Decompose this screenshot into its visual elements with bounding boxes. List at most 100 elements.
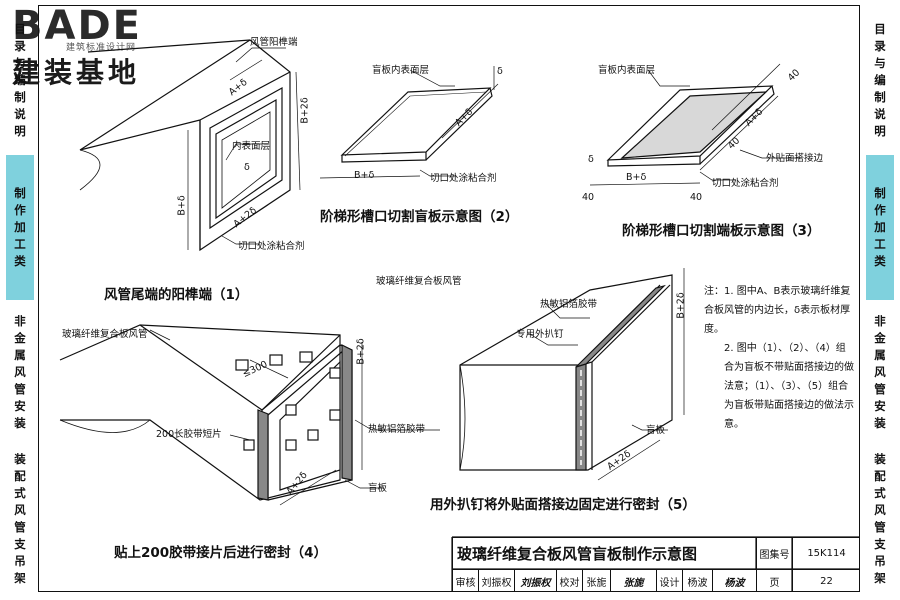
fig4-label-foil: 热敏铝箔胶带	[368, 424, 426, 435]
tab-char: 金	[874, 331, 886, 345]
tab-char: 作	[14, 203, 26, 217]
tab-char: 支	[14, 536, 26, 551]
tab-char: 架	[14, 570, 26, 585]
tab-char: 制	[14, 186, 26, 200]
fig1-label-glue: 切口处涂粘合剂	[238, 241, 305, 252]
tab-char: 架	[874, 570, 886, 585]
notes: 注：1. 图中A、B表示玻璃纤维复合板风管的内边长，δ表示板材厚度。 2. 图中…	[704, 282, 854, 434]
fig4-caption: 贴上200胶带接片后进行密封（4）	[114, 545, 328, 561]
fig1-label-tenon: 风管阳榫端	[250, 37, 298, 48]
fig5-drawing	[459, 268, 685, 481]
logo-cn: 建装基地	[12, 56, 141, 89]
fig5-dim-b: B+2δ	[675, 292, 687, 319]
left-tab-contents[interactable]: 目录与编制说明	[6, 5, 34, 155]
fig2-dim-b: B+δ	[354, 170, 375, 181]
tab-char: 金	[14, 331, 26, 345]
tab-char: 式	[874, 485, 886, 500]
tab-char: 风	[14, 502, 26, 517]
tab-char: 目	[874, 21, 886, 36]
title-block-atlas-no: 15K114	[792, 537, 860, 569]
fig4-drawing	[59, 324, 440, 506]
left-tab-fabrication[interactable]: 制作加工类	[6, 155, 34, 300]
right-tab-contents[interactable]: 目录与编制说明	[866, 5, 894, 155]
tab-char: 制	[874, 89, 886, 104]
fig5-label-foil: 热敏铝箔胶带	[540, 299, 598, 310]
title-block-page-no: 22	[792, 569, 860, 592]
tab-char: 吊	[874, 553, 886, 568]
tab-char: 编	[874, 72, 886, 87]
tab-char: 装	[14, 451, 26, 466]
tab-char: 装	[874, 451, 886, 466]
tab-char: 制	[874, 186, 886, 200]
title-block-reviewer: 刘振权	[478, 569, 514, 592]
fig1-dim-d: δ	[244, 162, 250, 173]
fig2-caption: 阶梯形槽口切割盲板示意图（2）	[320, 209, 519, 225]
fig3-dim-forty-left: 40	[582, 192, 595, 203]
right-tab-fabrication[interactable]: 制作加工类	[866, 155, 894, 300]
tab-char: 录	[14, 38, 26, 53]
tab-char: 式	[14, 485, 26, 500]
fig2-drawing	[319, 66, 499, 179]
tab-char: 风	[14, 365, 26, 379]
fig3-label-surface: 盲板内表面层	[598, 65, 656, 76]
note-item-1: 1. 图中A、B表示玻璃纤维复合板风管的内边长，δ表示板材厚度。	[704, 286, 851, 335]
title-block-design-label: 设计	[656, 569, 682, 592]
title-block-check-sign: 张旎	[610, 569, 656, 592]
fig4-label-strip: 200长胶带短片	[156, 429, 222, 440]
tab-char: 管	[14, 519, 26, 534]
tab-char: 风	[874, 502, 886, 517]
fig1-drawing	[79, 39, 301, 252]
tab-char: 吊	[14, 553, 26, 568]
tab-char: 非	[874, 314, 886, 328]
tab-char: 作	[874, 203, 886, 217]
tab-char: 非	[14, 314, 26, 328]
fig4-label-blind: 盲板	[368, 483, 388, 494]
tab-char: 与	[14, 55, 26, 70]
fig1-dim-b2: B+2δ	[299, 97, 311, 124]
title-block-designer: 杨波	[682, 569, 712, 592]
logo: BADE 建筑标准设计网 建装基地	[8, 6, 178, 91]
title-block-checker: 张旎	[582, 569, 610, 592]
fig4-dim-b: B+2δ	[355, 338, 367, 365]
fig1-dim-b: B+δ	[176, 195, 188, 216]
tab-char: 与	[874, 55, 886, 70]
title-block-page-label: 页	[756, 569, 792, 592]
tab-char: 属	[874, 348, 886, 362]
fig5-caption: 用外扒钉将外贴面搭接边固定进行密封（5）	[430, 497, 696, 513]
tab-char: 管	[874, 382, 886, 396]
tab-char: 目	[14, 21, 26, 36]
left-tab-support[interactable]: 装配式风管支吊架	[6, 445, 34, 592]
fig2-label-surface: 盲板内表面层	[372, 65, 430, 76]
tab-char: 配	[874, 468, 886, 483]
fig5-label-duct: 玻璃纤维复合板风管	[376, 276, 462, 287]
title-block-review-sign: 刘振权	[514, 569, 556, 592]
fig5-label-blind: 盲板	[646, 425, 666, 436]
tab-char: 加	[14, 220, 26, 234]
tab-char: 配	[14, 468, 26, 483]
tab-char: 支	[874, 536, 886, 551]
tab-char: 装	[14, 416, 26, 430]
fig1-caption: 风管尾端的阳榫端（1）	[104, 287, 249, 303]
title-block-title: 玻璃纤维复合板风管盲板制作示意图	[452, 537, 756, 569]
fig2-label-glue: 切口处涂粘合剂	[430, 173, 497, 184]
tab-char: 管	[14, 382, 26, 396]
fig3-caption: 阶梯形槽口切割端板示意图（3）	[622, 223, 821, 239]
tab-char: 风	[874, 365, 886, 379]
left-tab-nonmetal-install[interactable]: 非金属风管安装	[6, 300, 34, 445]
right-tab-nonmetal-install[interactable]: 非金属风管安装	[866, 300, 894, 445]
title-block-check-label: 校对	[556, 569, 582, 592]
tab-char: 工	[14, 237, 26, 251]
fig4-label-duct: 玻璃纤维复合板风管	[62, 329, 148, 340]
tab-char: 工	[874, 237, 886, 251]
tab-char: 说	[874, 106, 886, 121]
tab-char: 明	[14, 123, 26, 138]
right-tab-support[interactable]: 装配式风管支吊架	[866, 445, 894, 592]
tab-char: 装	[874, 416, 886, 430]
fig3-dim-b: B+δ	[626, 172, 647, 183]
tab-char: 明	[874, 123, 886, 138]
tab-char: 安	[14, 399, 26, 413]
tab-char: 类	[14, 254, 26, 268]
title-block-review-label: 审核	[452, 569, 478, 592]
tab-char: 录	[874, 38, 886, 53]
